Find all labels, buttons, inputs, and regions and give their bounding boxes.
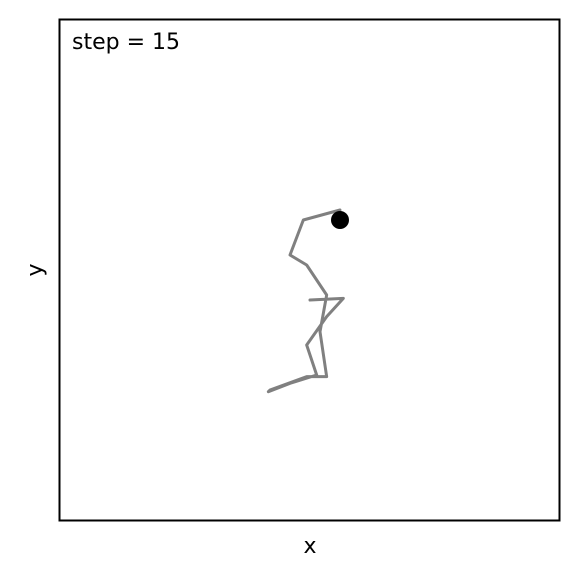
x-axis-label: x [303,534,316,559]
plot-layer [266,208,349,394]
step-annotation: step = 15 [72,30,180,55]
y-axis-label: y [23,263,48,276]
current-position-marker [331,211,349,229]
walk-path-line [266,208,345,394]
